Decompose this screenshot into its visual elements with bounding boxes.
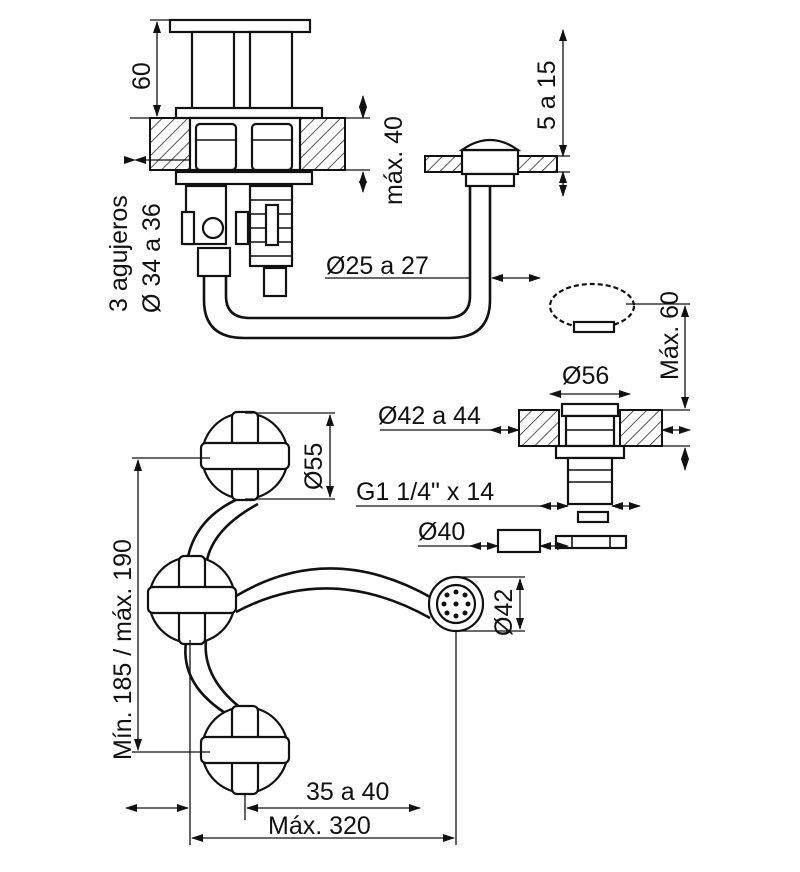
dim-label-max-40: máx. 40 (380, 116, 408, 205)
dim-label-60: 60 (128, 62, 156, 90)
dim-label-5-a-15: 5 a 15 (533, 60, 561, 130)
dim-label-holes-diameter: Ø 34 a 36 (138, 203, 166, 313)
dim-label-3-agujeros: 3 agujeros (105, 195, 133, 312)
handle-middle (146, 554, 238, 646)
dim-label-max-60: Máx. 60 (656, 291, 684, 380)
plan-view (125, 410, 525, 845)
shower-head (427, 575, 485, 633)
dim-label-pipe-diameter: Ø25 a 27 (326, 252, 429, 280)
handle-top (199, 410, 291, 502)
dim-label-diameter-40: Ø40 (418, 518, 465, 546)
handle-bottom (199, 704, 291, 796)
dim-label-diameter-56: Ø56 (562, 362, 609, 390)
dim-label-thread: G1 1/4" x 14 (356, 478, 494, 506)
dim-label-spacing-min-max: Mín. 185 / máx. 190 (109, 539, 137, 760)
dim-label-diameter-42-44: Ø42 a 44 (378, 402, 481, 430)
dim-label-max-320: Máx. 320 (268, 812, 371, 840)
drain-detail-view (356, 282, 691, 554)
dim-label-35-a-40: 35 a 40 (306, 778, 389, 806)
dim-label-diameter-42: Ø42 (490, 589, 518, 636)
dim-label-diameter-55: Ø55 (300, 443, 328, 490)
side-elevation-view (130, 18, 570, 340)
